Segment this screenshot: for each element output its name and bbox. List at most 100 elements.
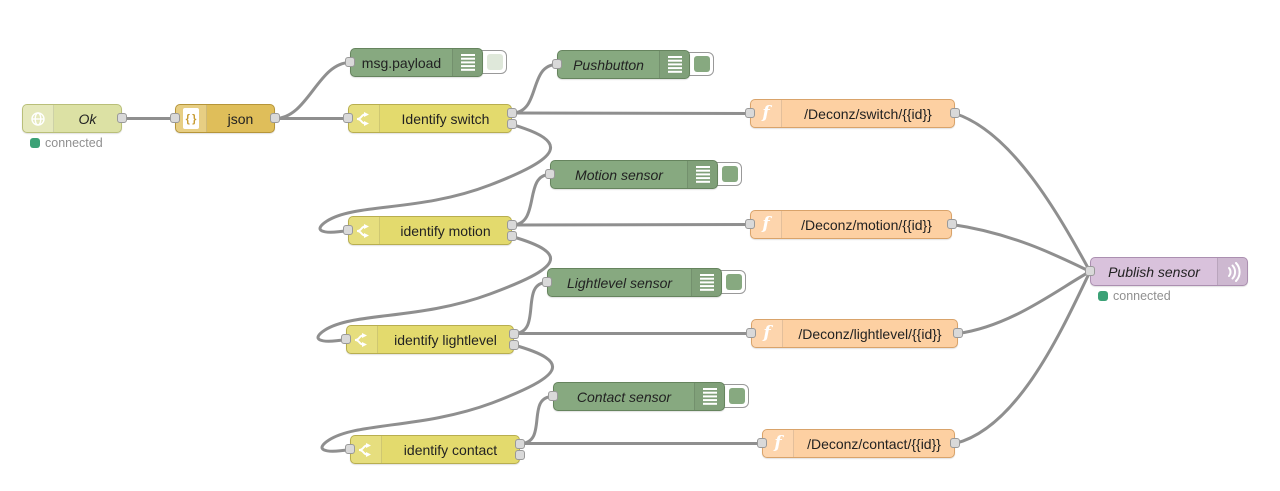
node-switch-identify-motion[interactable]: identify motion [343, 216, 517, 245]
node-function-motion[interactable]: f /Deconz/motion/{{id}} [745, 210, 957, 239]
status-text: connected [1113, 289, 1171, 303]
switch-fork-icon [349, 105, 380, 132]
wire[interactable] [956, 270, 1092, 335]
port-output[interactable] [950, 438, 960, 448]
node-switch-identify-switch[interactable]: Identify switch [343, 104, 517, 133]
node-label: identify contact [403, 441, 498, 458]
wire[interactable] [518, 395, 555, 445]
node-body[interactable]: f /Deconz/lightlevel/{{id}} [751, 319, 958, 348]
node-label: Lightlevel sensor [566, 274, 673, 291]
port-output-2[interactable] [507, 231, 517, 241]
port-input[interactable] [745, 219, 755, 229]
node-body[interactable]: Contact sensor [553, 382, 725, 411]
node-label: identify motion [400, 222, 491, 239]
port-output-1[interactable] [509, 329, 519, 339]
wire[interactable] [318, 123, 552, 234]
wire[interactable] [953, 270, 1092, 445]
wire[interactable] [950, 223, 1092, 273]
wire[interactable] [953, 112, 1092, 273]
node-body[interactable]: Identify switch [348, 104, 512, 133]
port-output-2[interactable] [507, 119, 517, 129]
port-input[interactable] [170, 113, 180, 123]
node-debug-motion-sensor[interactable]: Motion sensor [545, 160, 742, 189]
node-debug-lightlevel-sensor[interactable]: Lightlevel sensor [542, 268, 746, 297]
node-body[interactable]: Lightlevel sensor [547, 268, 722, 297]
port-input[interactable] [552, 59, 562, 69]
node-label: Ok [78, 110, 97, 127]
port-input[interactable] [1085, 266, 1095, 276]
port-input[interactable] [345, 57, 355, 67]
port-output-2[interactable] [509, 340, 519, 350]
port-output-1[interactable] [507, 108, 517, 118]
wire[interactable] [320, 343, 554, 453]
switch-fork-icon [349, 217, 380, 244]
wire[interactable] [316, 235, 552, 343]
node-body[interactable]: Ok [22, 104, 122, 133]
port-input[interactable] [345, 444, 355, 454]
node-status: connected [1098, 289, 1171, 303]
port-output[interactable] [947, 219, 957, 229]
wire[interactable] [273, 61, 352, 120]
debug-list-icon [694, 383, 724, 410]
node-body[interactable]: identify contact [350, 435, 520, 464]
node-label: identify lightlevel [394, 331, 497, 348]
node-debug-pushbutton[interactable]: Pushbutton [552, 50, 714, 79]
node-switch-identify-contact[interactable]: identify contact [345, 435, 525, 464]
node-debug-msg-payload[interactable]: msg.payload [345, 48, 507, 77]
port-input[interactable] [545, 169, 555, 179]
port-output[interactable] [117, 113, 127, 123]
node-label: Publish sensor [1108, 263, 1200, 280]
port-input[interactable] [745, 108, 755, 118]
function-icon: f [751, 100, 782, 127]
port-output[interactable] [953, 328, 963, 338]
port-input[interactable] [343, 113, 353, 123]
debug-list-icon [687, 161, 717, 188]
port-output-1[interactable] [507, 220, 517, 230]
node-body[interactable]: { } json [175, 104, 275, 133]
node-mqtt-publish-sensor[interactable]: Publish sensor connected [1085, 257, 1248, 303]
node-label: Identify switch [401, 110, 490, 127]
wire[interactable] [510, 63, 559, 115]
node-body[interactable]: msg.payload [350, 48, 483, 77]
node-function-contact[interactable]: f /Deconz/contact/{{id}} [757, 429, 960, 458]
node-body[interactable]: Pushbutton [557, 50, 690, 79]
wire[interactable] [510, 111, 752, 115]
port-input[interactable] [757, 438, 767, 448]
port-output-1[interactable] [515, 439, 525, 449]
function-icon: f [751, 211, 782, 238]
broadcast-icon [1217, 258, 1247, 285]
node-body[interactable]: identify lightlevel [346, 325, 514, 354]
debug-list-icon [452, 49, 482, 76]
port-input[interactable] [746, 328, 756, 338]
port-output[interactable] [950, 108, 960, 118]
node-status: connected [30, 136, 103, 150]
node-debug-contact-sensor[interactable]: Contact sensor [548, 382, 749, 411]
port-input[interactable] [343, 225, 353, 235]
wire[interactable] [512, 281, 549, 335]
node-json[interactable]: { } json [170, 104, 280, 133]
port-input[interactable] [542, 277, 552, 287]
node-body[interactable]: f /Deconz/motion/{{id}} [750, 210, 952, 239]
function-icon: f [763, 430, 794, 457]
node-body[interactable]: Publish sensor [1090, 257, 1248, 286]
node-switch-identify-lightlevel[interactable]: identify lightlevel [341, 325, 519, 354]
node-body[interactable]: f /Deconz/switch/{{id}} [750, 99, 955, 128]
node-function-switch[interactable]: f /Deconz/switch/{{id}} [745, 99, 960, 128]
function-icon: f [752, 320, 783, 347]
node-body[interactable]: f /Deconz/contact/{{id}} [762, 429, 955, 458]
wire[interactable] [510, 223, 752, 227]
port-output[interactable] [270, 113, 280, 123]
node-function-lightlevel[interactable]: f /Deconz/lightlevel/{{id}} [746, 319, 963, 348]
port-output-2[interactable] [515, 450, 525, 460]
node-body[interactable]: identify motion [348, 216, 512, 245]
port-input[interactable] [341, 334, 351, 344]
switch-fork-icon [347, 326, 378, 353]
node-websocket-in[interactable]: Ok connected [22, 104, 127, 150]
node-label: /Deconz/contact/{{id}} [807, 435, 941, 452]
wire[interactable] [510, 173, 552, 227]
node-label: Pushbutton [573, 56, 644, 73]
node-label: Motion sensor [575, 166, 663, 183]
node-body[interactable]: Motion sensor [550, 160, 718, 189]
port-input[interactable] [548, 391, 558, 401]
